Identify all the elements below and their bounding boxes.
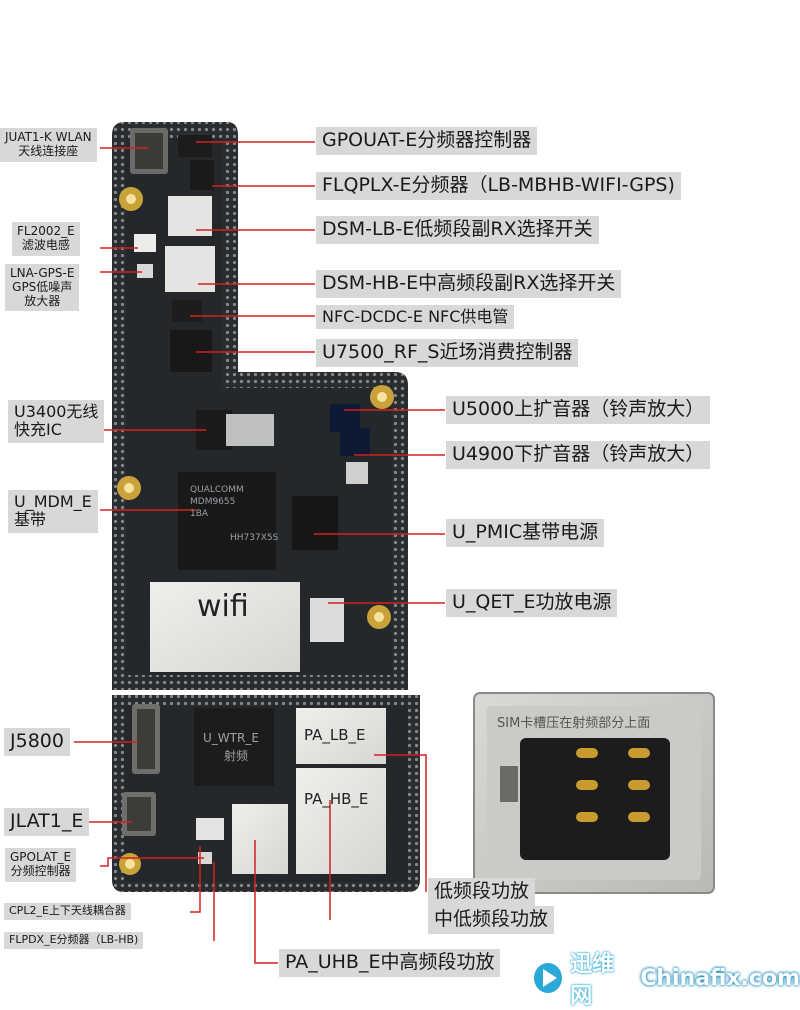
- label-upmic: U_PMIC基带电源: [446, 519, 605, 547]
- label-flpdx: FLPDX_E分频器（LB-HB): [4, 932, 144, 949]
- play-logo-icon: [534, 963, 563, 993]
- sim-tray: [473, 692, 715, 894]
- label-flqplx: FLQPLX-E分频器（LB-MBHB-WIFI-GPS): [316, 172, 681, 200]
- watermark: 迅维网 Chinafix.com: [534, 952, 800, 1009]
- middle-components: [150, 404, 370, 672]
- label-u5000: U5000上扩音器（铃声放大）: [446, 396, 711, 424]
- label-uqet: U_QET_E功放电源: [446, 589, 618, 617]
- label-u4900: U4900下扩音器（铃声放大）: [446, 441, 711, 469]
- label-low-band-pa: 低频段功放: [428, 878, 536, 906]
- label-dsm-lb: DSM-LB-E低频段副RX选择开关: [316, 216, 599, 244]
- label-gpouat: GPOUAT-E分频器控制器: [316, 127, 538, 155]
- lower-components: [122, 704, 386, 874]
- label-dsm-hb: DSM-HB-E中高频段副RX选择开关: [316, 270, 622, 298]
- label-jlat1: JLAT1_E: [4, 808, 90, 836]
- label-j5800: J5800: [4, 728, 70, 756]
- label-u7500: U7500_RF_S近场消费控制器: [316, 339, 579, 367]
- label-nfc-dcdc: NFC-DCDC-E NFC供电管: [316, 305, 515, 330]
- label-u3400: U3400无线快充IC: [8, 400, 105, 443]
- watermark-brand-cn: 迅维网: [570, 952, 615, 1009]
- upper-components: [130, 128, 215, 372]
- watermark-brand-en: Chinafix.com: [640, 965, 800, 991]
- label-cpl2: CPL2_E上下天线耦合器: [4, 903, 131, 920]
- label-mid-low-band-pa: 中低频段功放: [428, 906, 555, 934]
- label-pa-uhb: PA_UHB_E中高频段功放: [279, 949, 501, 977]
- leader-lines: [74, 141, 445, 964]
